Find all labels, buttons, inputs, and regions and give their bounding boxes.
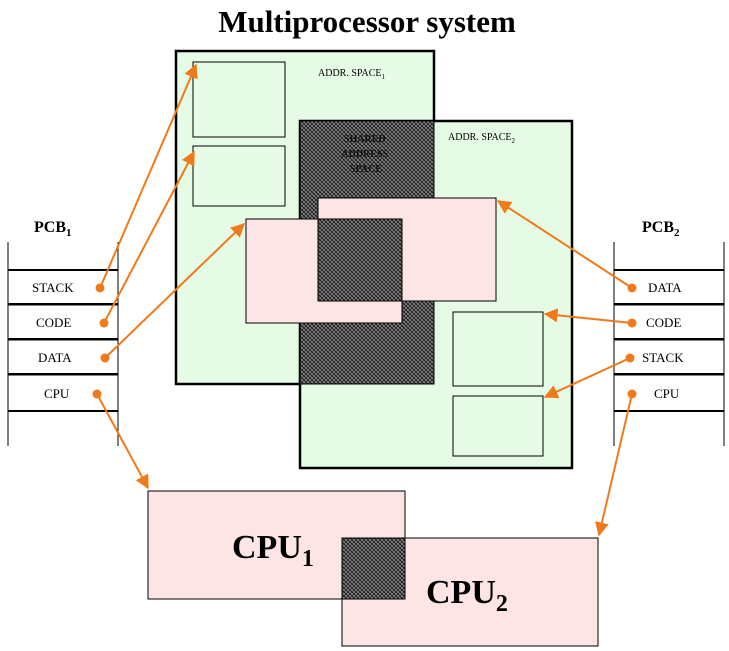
pcb1-row-cpu: CPU	[44, 386, 70, 401]
pcb2-data-arrow	[496, 200, 633, 289]
cpu-overlap	[341, 537, 406, 600]
pcb2-row-code: CODE	[646, 315, 681, 330]
pcb2-stack-arrow	[543, 357, 631, 399]
diagram-title: Multiprocessor system	[218, 4, 516, 39]
as1-stack-segment	[192, 61, 286, 138]
pcb1-title: PCB1	[34, 219, 72, 239]
pcb2-title: PCB2	[642, 219, 680, 239]
pcb2-row-data: DATA	[648, 280, 682, 295]
pcb1-arrows	[96, 63, 246, 490]
pcb1-row-data: DATA	[38, 350, 72, 365]
pcb2-table	[613, 242, 725, 446]
as1-code-segment	[192, 145, 286, 207]
pcb2-code-arrow	[543, 308, 633, 324]
cpu1-label: CPU1	[232, 529, 314, 572]
pcb2-arrow-dots	[625, 283, 637, 399]
pcb1-row-code: CODE	[36, 315, 71, 330]
pcb1-data-arrow	[104, 223, 246, 359]
address-space-2-label: ADDR. SPACE2	[448, 132, 516, 145]
pcb2-arrows	[496, 200, 633, 537]
pcb1-stack-arrow	[99, 63, 198, 289]
as2-code-segment	[452, 311, 544, 387]
pcb1-cpu-arrow	[96, 393, 149, 490]
pcb2-cpu-arrow	[595, 393, 633, 537]
pcb2-row-cpu: CPU	[654, 386, 680, 401]
address-space-1-label: ADDR. SPACE1	[318, 68, 386, 81]
pcb1-code-arrow	[103, 150, 195, 324]
pcb1-arrow-dots	[92, 283, 110, 399]
as2-stack-segment	[452, 395, 544, 457]
shared-address-space-label: SHARED ADDRESS SPACE	[341, 134, 390, 175]
shared-data-overlap	[317, 218, 403, 302]
pcb1-table	[7, 242, 119, 446]
pcb2-row-stack: STACK	[642, 350, 684, 365]
cpu2-label: CPU2	[426, 574, 508, 617]
pcb1-row-stack: STACK	[32, 280, 74, 295]
